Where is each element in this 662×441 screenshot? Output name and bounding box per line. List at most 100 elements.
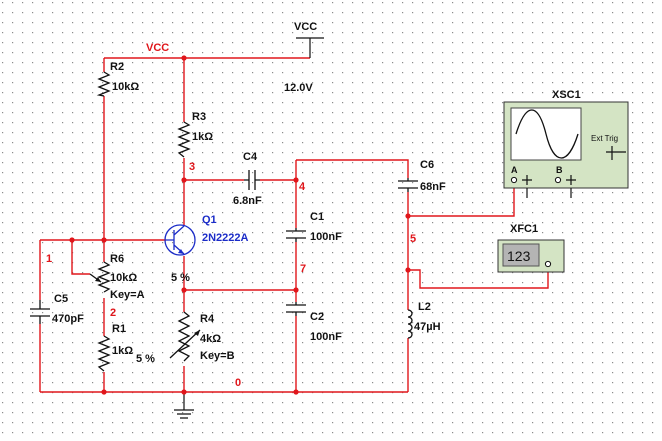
wiring: [39, 38, 549, 410]
net-label-0: 0: [235, 377, 241, 389]
capacitor-c5-ref: C5: [54, 293, 68, 305]
potentiometer-r4-ref: R4: [200, 313, 215, 325]
potentiometer-r4-wiper: [169, 329, 201, 359]
capacitor-c1[interactable]: C1 100nF: [286, 211, 342, 243]
capacitor-c2-value: 100nF: [310, 331, 342, 343]
oscilloscope-ground-leads: [526, 188, 572, 198]
inductor-l2-symbol: [407, 309, 413, 339]
oscilloscope-channel-b-plus-icon: [566, 175, 576, 185]
potentiometer-r6-arrow: [95, 277, 101, 282]
oscilloscope-channel-a-terminal[interactable]: [510, 176, 518, 184]
resistor-r2-ref: R2: [110, 61, 124, 73]
oscilloscope-channel-b-terminal[interactable]: [554, 176, 562, 184]
resistor-r1[interactable]: R1 1kΩ 5 %: [97, 323, 155, 372]
resistor-r3-value: 1kΩ: [192, 131, 213, 143]
potentiometer-r6-key: Key=A: [110, 289, 145, 301]
junction-dot: [181, 177, 187, 183]
potentiometer-r6-value: 10kΩ: [110, 272, 137, 284]
resistor-r2-symbol: [96, 71, 111, 97]
net-label-7: 7: [300, 263, 306, 275]
potentiometer-r4-symbol: [177, 311, 191, 362]
capacitor-c4-value: 6.8nF: [233, 195, 262, 207]
net-labels: 1 2 3 4 5 7 0: [46, 161, 416, 389]
inductor-l2-ref: L2: [418, 301, 431, 313]
capacitor-c6-value: 68nF: [420, 181, 446, 193]
resistor-r2[interactable]: R2 10kΩ: [96, 61, 139, 97]
capacitor-c1-ref: C1: [310, 211, 324, 223]
capacitor-c4-ref: C4: [243, 151, 258, 163]
ground-icon: [174, 409, 194, 419]
wire-node4-to-c6[interactable]: [296, 159, 409, 178]
junction-dot: [181, 287, 187, 293]
oscilloscope-channel-a-label: A: [511, 165, 518, 175]
vcc-voltage-label: 12.0V: [284, 82, 313, 94]
transistor-q1-model: 2N2222A: [202, 232, 249, 244]
resistor-r3-ref: R3: [192, 111, 206, 123]
junction-dot: [181, 389, 187, 395]
transistor-q1-emitter-arrow: [178, 249, 184, 254]
potentiometer-r4-key: Key=B: [200, 350, 235, 362]
capacitor-c4[interactable]: C4 6.8nF: [233, 151, 262, 207]
transistor-q1-ref: Q1: [202, 214, 217, 226]
junction-dot: [293, 389, 299, 395]
net-label-3: 3: [189, 161, 195, 173]
net-label-1: 1: [46, 253, 52, 265]
capacitor-c5[interactable]: C5 470pF: [30, 293, 84, 325]
oscilloscope-ext-trig-terminal[interactable]: [606, 146, 626, 160]
potentiometer-r4-arrow: [194, 330, 200, 336]
junction-dot: [101, 237, 107, 243]
wire-r6-wiper[interactable]: [71, 240, 90, 275]
net-label-2: 2: [110, 307, 116, 319]
potentiometer-r6-symbol: [97, 261, 111, 293]
wire-to-scope-a[interactable]: [408, 188, 515, 217]
junction-dots: [69, 55, 411, 395]
capacitor-c6[interactable]: C6 68nF: [398, 159, 446, 193]
capacitor-c1-value: 100nF: [310, 231, 342, 243]
junction-dot: [181, 55, 187, 61]
capacitor-c2[interactable]: C2 100nF: [286, 302, 342, 343]
junction-dot: [405, 267, 411, 273]
capacitor-c5-value: 470pF: [52, 313, 84, 325]
net-label-4: 4: [299, 181, 306, 193]
junction-dot: [69, 237, 75, 243]
net-label-5: 5: [410, 233, 416, 245]
potentiometer-r6-ref: R6: [110, 253, 124, 265]
counter-ref: XFC1: [510, 223, 538, 235]
junction-dot: [293, 287, 299, 293]
resistor-r1-ref: R1: [112, 323, 126, 335]
transistor-q1[interactable]: Q1 2N2222A: [164, 214, 249, 256]
potentiometer-r6[interactable]: R6 10kΩ Key=A 5 %: [89, 253, 190, 301]
resistor-r3[interactable]: R3 1kΩ: [177, 111, 213, 158]
potentiometer-r4[interactable]: R4 4kΩ Key=B: [169, 311, 235, 362]
resistor-r1-tolerance: 5 %: [136, 353, 155, 365]
oscilloscope-ref: XSC1: [552, 89, 581, 101]
vcc-source[interactable]: VCC 12.0V: [284, 21, 324, 94]
capacitor-c6-ref: C6: [420, 159, 434, 171]
potentiometer-r4-value: 4kΩ: [200, 333, 221, 345]
counter-display: [502, 243, 540, 267]
junction-dot: [293, 177, 299, 183]
inductor-l2[interactable]: L2 47µH: [407, 301, 441, 339]
inductor-l2-value: 47µH: [414, 321, 441, 333]
resistor-r2-value: 10kΩ: [112, 81, 139, 93]
junction-dot: [405, 213, 411, 219]
oscilloscope-channel-b-label: B: [556, 165, 563, 175]
frequency-counter-xfc1[interactable]: XFC1 123: [497, 223, 565, 273]
counter-display-value: 123: [507, 248, 531, 264]
capacitor-c2-ref: C2: [310, 311, 324, 323]
oscilloscope-ext-trig-label: Ext Trig: [591, 134, 618, 143]
counter-input-terminal[interactable]: [544, 260, 552, 268]
resistor-r1-value: 1kΩ: [112, 345, 133, 357]
junction-dot: [101, 389, 107, 395]
oscilloscope-channel-a-plus-icon: [522, 175, 532, 185]
resistor-r1-symbol: [97, 335, 111, 372]
ground-symbol[interactable]: [174, 409, 194, 419]
oscilloscope-xsc1[interactable]: XSC1 Ext Trig A B: [503, 89, 629, 198]
vcc-source-label: VCC: [294, 21, 317, 33]
potentiometer-r6-percent: 5 %: [171, 272, 190, 284]
wire-to-counter[interactable]: [408, 269, 549, 289]
oscilloscope-waveform-icon: [515, 109, 579, 159]
